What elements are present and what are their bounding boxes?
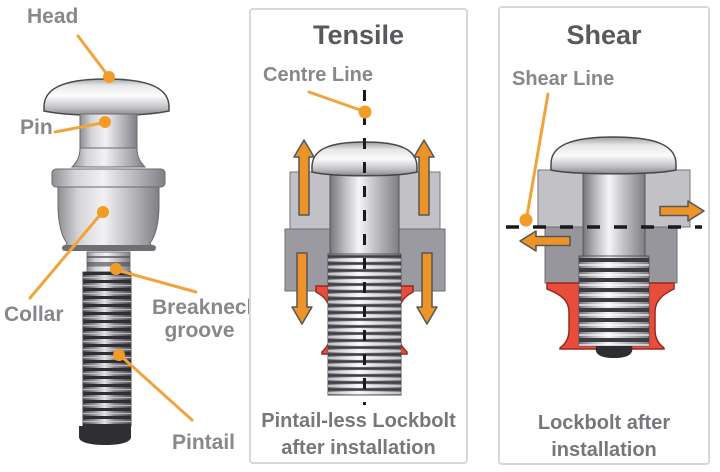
- collar-leader-line: [28, 213, 102, 300]
- breakneck-groove-band: [87, 262, 130, 267]
- pintail-leader-dot: [113, 349, 125, 361]
- lockbolt-anatomy-panel: Head Pin Collar Breakneck groove Pintail: [0, 0, 259, 472]
- shear-line-leader-dot: [519, 213, 533, 227]
- tensile-bolt-head: [311, 141, 418, 177]
- left-arrow-icon: [519, 230, 571, 252]
- head-label: Head: [27, 5, 79, 28]
- tensile-panel: Tensile Centre Line Pintail-less Lockbol…: [249, 8, 468, 464]
- pin-leader-dot: [99, 116, 111, 128]
- tensile-cross-section-diagram: [284, 90, 446, 405]
- down-arrow-icon: [416, 252, 438, 325]
- tensile-title: Tensile: [312, 20, 405, 50]
- head-leader-dot: [103, 71, 115, 83]
- pintail-leader-line: [120, 355, 194, 422]
- tensile-threads: [328, 254, 401, 395]
- shear-pintail-tip: [595, 346, 633, 358]
- shear-caption: Lockbolt after installation: [500, 410, 708, 464]
- pin-leader-line: [53, 121, 104, 134]
- centre-line-label: Centre Line: [263, 64, 374, 86]
- breakneck-groove-label: Breakneck groove: [152, 296, 259, 343]
- breakneck-label-line2: groove: [164, 319, 235, 343]
- right-arrow-icon: [659, 200, 705, 222]
- shear-bolt-head: [550, 136, 677, 175]
- tensile-caption-line2: after installation: [281, 437, 436, 459]
- down-arrow-icon: [291, 252, 313, 325]
- tensile-caption-line1: Pintail-less Lockbolt: [261, 410, 456, 432]
- shear-pin-shaft: [582, 169, 646, 259]
- collar-leader-dot: [97, 206, 109, 218]
- bolt-collar-body: [57, 186, 160, 250]
- shear-cross-section-diagram: [506, 92, 705, 358]
- shear-title: Shear: [566, 20, 642, 50]
- shear-force-arrows: [519, 200, 705, 252]
- collar-label: Collar: [4, 303, 64, 326]
- centre-line-leader-line: [307, 90, 365, 113]
- breakneck-leader-dot: [110, 263, 122, 275]
- shear-line-leader-line: [525, 92, 550, 218]
- bolt-collar-rim: [62, 245, 156, 251]
- leader-dots: [97, 71, 125, 361]
- shear-threads: [579, 256, 649, 346]
- lockbolt-diagram: [28, 34, 198, 445]
- bolt-head-shape: [43, 78, 170, 117]
- centre-line-leader-dot: [358, 105, 372, 119]
- up-arrow-icon: [293, 139, 315, 216]
- shear-caption-line1: Lockbolt after: [537, 412, 671, 434]
- pintail-label: Pintail: [172, 431, 236, 454]
- tensile-caption: Pintail-less Lockbolt after installation: [251, 408, 466, 462]
- breakneck-leader-line: [118, 269, 198, 294]
- bolt-pin-flare: [70, 147, 147, 168]
- leader-lines: [28, 34, 198, 422]
- shear-panel: Shear Shear Line Lockbolt after installa…: [498, 6, 710, 465]
- pin-label: Pin: [20, 116, 53, 139]
- pintail-threads: [83, 272, 131, 426]
- lockbolt-illustration: [43, 78, 170, 445]
- shear-caption-line2: installation: [551, 439, 657, 461]
- up-arrow-icon: [413, 139, 435, 216]
- breakneck-label-line1: Breakneck: [152, 296, 259, 319]
- pintail-tip: [79, 426, 131, 445]
- bolt-collar-flange: [51, 168, 166, 188]
- head-leader-line: [76, 34, 108, 75]
- shear-line-label: Shear Line: [512, 68, 615, 90]
- tensile-force-arrows: [291, 139, 438, 325]
